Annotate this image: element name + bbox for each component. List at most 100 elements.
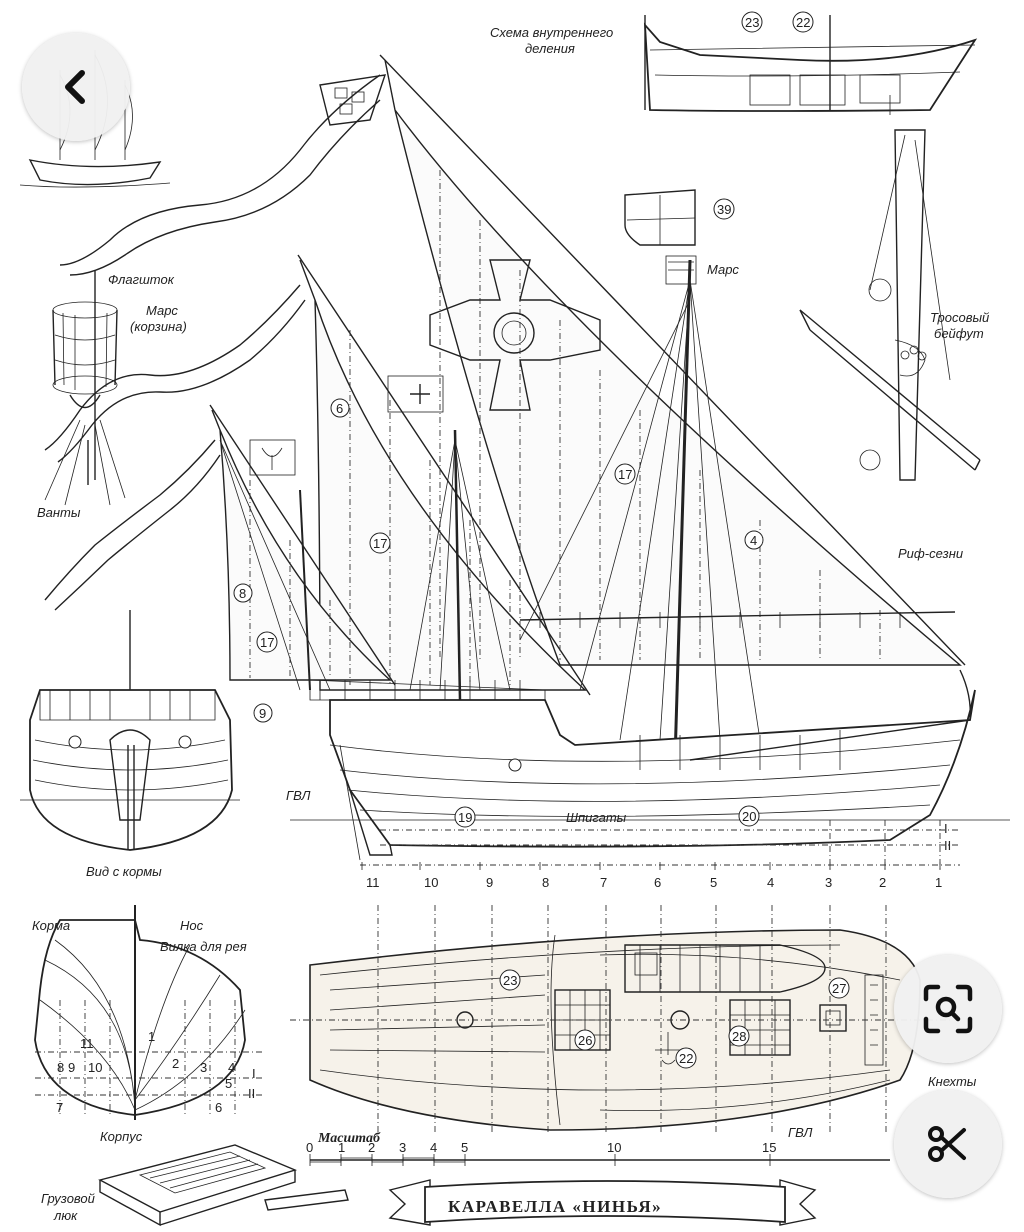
waterline-ii: II bbox=[944, 838, 951, 853]
station-6: 6 bbox=[654, 875, 661, 890]
label-bitts: Кнехты bbox=[928, 1074, 977, 1089]
svg-text:19: 19 bbox=[458, 810, 472, 825]
svg-text:20: 20 bbox=[742, 809, 756, 824]
pennant-mizzen bbox=[44, 284, 306, 463]
svg-text:17: 17 bbox=[618, 467, 632, 482]
chevron-left-icon bbox=[65, 70, 85, 104]
body-plan-numbers: 11 1 8 9 10 2 3 4 5 7 6 I II bbox=[56, 1029, 256, 1115]
label-internal-scheme-2: деления bbox=[525, 41, 575, 56]
callout-23-plan: 23 bbox=[499, 969, 521, 991]
callout-17c: 17 bbox=[256, 631, 278, 653]
svg-text:3: 3 bbox=[200, 1060, 207, 1075]
label-beifut-2: бейфут bbox=[934, 326, 984, 341]
label-scuppers: Шпигаты bbox=[566, 810, 627, 825]
svg-text:15: 15 bbox=[762, 1140, 776, 1155]
svg-text:3: 3 bbox=[399, 1140, 406, 1155]
svg-text:22: 22 bbox=[796, 15, 810, 30]
label-cargo-hatch-2: люк bbox=[53, 1208, 78, 1223]
svg-text:I: I bbox=[252, 1066, 256, 1081]
svg-text:17: 17 bbox=[373, 536, 387, 551]
svg-text:1: 1 bbox=[148, 1029, 155, 1044]
internal-scheme bbox=[643, 15, 978, 115]
label-flagpole: Флагшток bbox=[108, 272, 175, 287]
callout-26: 26 bbox=[574, 1029, 596, 1051]
callout-9: 9 bbox=[253, 703, 273, 723]
callout-22-top: 22 bbox=[792, 11, 814, 33]
station-4: 4 bbox=[767, 875, 774, 890]
label-cargo-hatch-1: Грузовой bbox=[41, 1191, 95, 1206]
callout-4: 4 bbox=[744, 530, 764, 550]
station-10: 10 bbox=[424, 875, 438, 890]
cargo-hatch bbox=[98, 1144, 349, 1227]
svg-text:39: 39 bbox=[717, 202, 731, 217]
svg-text:4: 4 bbox=[430, 1140, 437, 1155]
title-banner bbox=[388, 1179, 817, 1226]
label-top-basket-2: (корзина) bbox=[130, 319, 187, 334]
svg-text:8: 8 bbox=[239, 586, 246, 601]
callout-19: 19 bbox=[454, 806, 476, 828]
label-yard-fork: Вилка для рея bbox=[160, 939, 247, 954]
svg-text:2: 2 bbox=[368, 1140, 375, 1155]
svg-text:4: 4 bbox=[750, 533, 757, 548]
label-internal-scheme-1: Схема внутреннего bbox=[490, 25, 613, 40]
sail-cross bbox=[429, 259, 601, 411]
station-8: 8 bbox=[542, 875, 549, 890]
station-11: 11 bbox=[366, 875, 380, 890]
body-plan bbox=[34, 905, 265, 1120]
beifut-detail bbox=[799, 129, 981, 481]
flag-39 bbox=[624, 189, 696, 246]
callout-17a: 17 bbox=[614, 463, 636, 485]
callout-6: 6 bbox=[330, 398, 350, 418]
label-scale: Масштаб bbox=[317, 1131, 381, 1146]
pennant-main bbox=[59, 74, 387, 276]
svg-text:7: 7 bbox=[56, 1100, 63, 1115]
scissors-button[interactable] bbox=[894, 1090, 1002, 1198]
station-1: 1 bbox=[935, 875, 942, 890]
label-gvl-plan: ГВЛ bbox=[788, 1125, 812, 1140]
svg-text:9: 9 bbox=[259, 706, 266, 721]
svg-text:6: 6 bbox=[215, 1100, 222, 1115]
visual-search-icon bbox=[923, 984, 973, 1034]
labels: Схема внутреннего деления Флагшток Марс … bbox=[32, 25, 989, 1223]
flag-cross-small bbox=[387, 375, 444, 413]
back-button[interactable] bbox=[22, 33, 130, 141]
svg-text:6: 6 bbox=[336, 401, 343, 416]
label-shrouds: Ванты bbox=[37, 505, 81, 520]
scissors-icon bbox=[928, 1126, 966, 1162]
svg-text:9: 9 bbox=[68, 1060, 75, 1075]
station-3: 3 bbox=[825, 875, 832, 890]
basket-detail bbox=[44, 270, 126, 506]
label-bow: Нос bbox=[180, 918, 204, 933]
scale-numbers: 0 1 2 3 4 5 10 15 bbox=[306, 1140, 776, 1155]
svg-text:28: 28 bbox=[732, 1029, 746, 1044]
waterline-i: I bbox=[944, 821, 948, 836]
svg-text:0: 0 bbox=[306, 1140, 313, 1155]
station-numbers: 11 10 9 8 7 6 5 4 3 2 1 I II bbox=[366, 821, 951, 890]
callout-28: 28 bbox=[728, 1025, 750, 1047]
label-reef-points: Риф-сезни bbox=[898, 546, 963, 561]
svg-text:27: 27 bbox=[832, 981, 846, 996]
label-beifut-1: Тросовый bbox=[930, 310, 989, 325]
label-stern-view: Вид с кормы bbox=[86, 864, 162, 879]
visual-search-button[interactable] bbox=[894, 955, 1002, 1063]
callouts: 23 22 39 6 17 17 17 4 8 9 19 20 23 26 22… bbox=[233, 11, 850, 1069]
label-hull-body: Корпус bbox=[100, 1129, 143, 1144]
svg-text:10: 10 bbox=[88, 1060, 102, 1075]
svg-text:5: 5 bbox=[225, 1076, 232, 1091]
pennant-aft bbox=[44, 439, 221, 611]
ship-side-view bbox=[209, 54, 1010, 870]
label-top-basket-1: Марс bbox=[146, 303, 178, 318]
callout-8: 8 bbox=[233, 583, 253, 603]
svg-text:17: 17 bbox=[260, 635, 274, 650]
svg-text:1: 1 bbox=[338, 1140, 345, 1155]
svg-text:4: 4 bbox=[228, 1060, 235, 1075]
callout-22-plan: 22 bbox=[675, 1047, 697, 1069]
callout-17b: 17 bbox=[369, 532, 391, 554]
label-stern: Корма bbox=[32, 918, 70, 933]
callout-20: 20 bbox=[738, 805, 760, 827]
label-gvl: ГВЛ bbox=[286, 788, 310, 803]
stern-view bbox=[20, 610, 240, 851]
svg-text:11: 11 bbox=[80, 1036, 94, 1051]
station-7: 7 bbox=[600, 875, 607, 890]
